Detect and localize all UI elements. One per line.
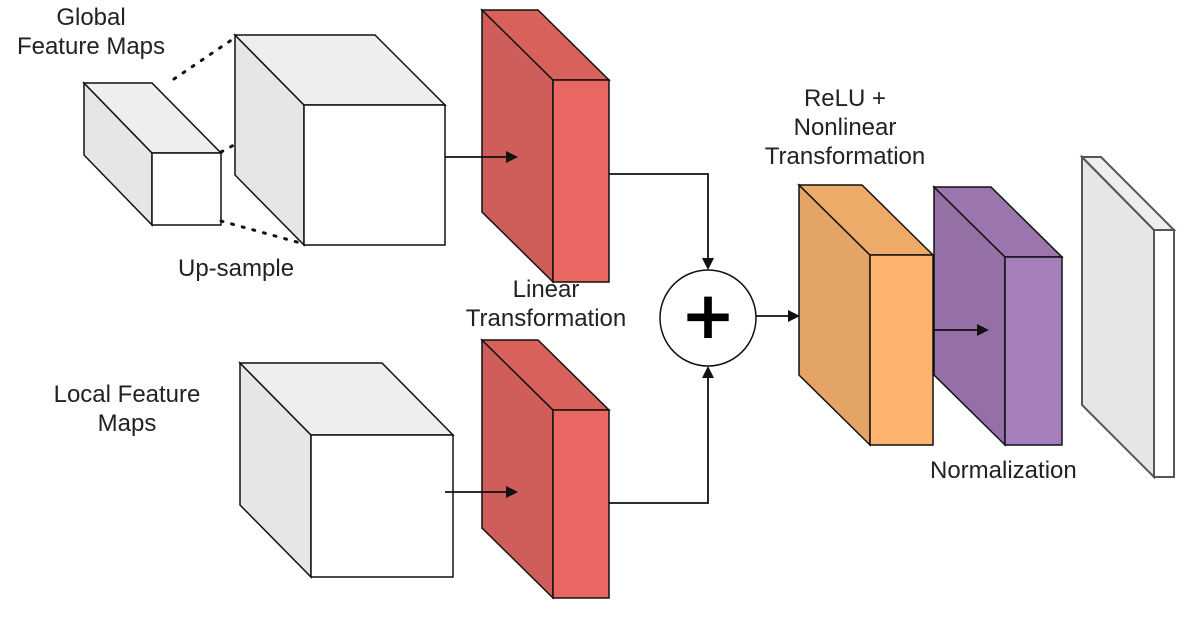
relu-nonlinear-block — [797, 183, 935, 447]
global-label-line1: Global — [56, 4, 126, 31]
output-feature-map — [1079, 154, 1177, 480]
global-feature-map-cube — [82, 81, 223, 227]
local-feature-maps-label: Local Feature Maps — [34, 380, 220, 438]
linear-transformation-block-top — [480, 8, 611, 284]
plus-symbol: + — [680, 277, 735, 354]
upsampled-feature-map-cube — [233, 33, 447, 247]
local-label-line2: Maps — [97, 410, 157, 437]
linear-transformation-block-bottom — [480, 338, 611, 600]
linear-label-line1: Linear — [512, 276, 580, 303]
linear-label-line2: Transformation — [465, 305, 627, 332]
local-label-line1: Local Feature — [53, 381, 201, 408]
arrow-top-to-sum — [609, 173, 714, 270]
arrow-bottom-to-sum — [609, 366, 714, 504]
relu-nonlinear-label: ReLU + Nonlinear Transformation — [745, 84, 945, 171]
relu-label-line3: Transformation — [764, 143, 926, 170]
relu-label-line2: Nonlinear — [793, 114, 897, 141]
local-feature-map-cube — [238, 361, 455, 579]
linear-transformation-label: Linear Transformation — [446, 275, 646, 333]
normalization-label: Normalization — [930, 457, 1077, 484]
relu-label-line1: ReLU + — [803, 85, 887, 112]
global-label-line2: Feature Maps — [16, 33, 166, 60]
upsample-label: Up-sample — [178, 255, 295, 282]
global-feature-maps-label: Global Feature Maps — [0, 3, 182, 61]
normalization-block — [932, 185, 1064, 447]
sum-node: + — [659, 269, 757, 367]
